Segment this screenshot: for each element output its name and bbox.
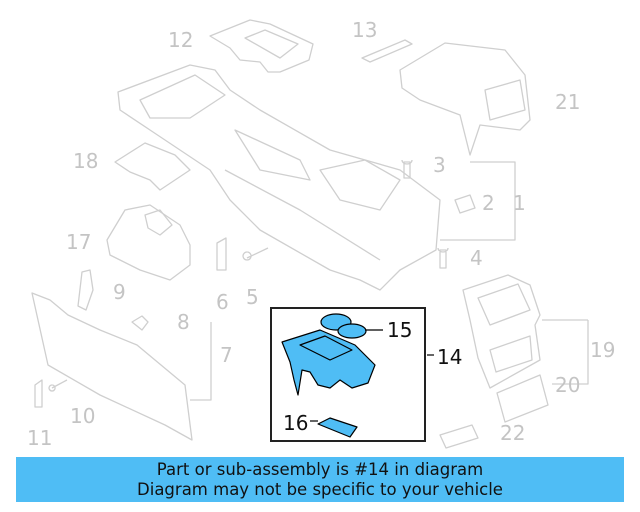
info-banner: Part or sub-assembly is #14 in diagram D… — [16, 457, 624, 502]
part-label-21[interactable]: 21 — [555, 90, 581, 114]
part-label-6[interactable]: 6 — [216, 290, 229, 314]
part-label-11[interactable]: 11 — [27, 426, 53, 450]
part-label-3[interactable]: 3 — [433, 153, 446, 177]
banner-line-1: Part or sub-assembly is #14 in diagram — [156, 460, 484, 479]
part-label-14[interactable]: 14 — [437, 345, 463, 369]
part-label-8[interactable]: 8 — [177, 310, 190, 334]
part-label-10[interactable]: 10 — [70, 404, 96, 428]
part-label-19[interactable]: 19 — [590, 338, 616, 362]
part-label-17[interactable]: 17 — [66, 230, 92, 254]
banner-line-2: Diagram may not be specific to your vehi… — [137, 480, 503, 499]
part-label-15[interactable]: 15 — [387, 318, 413, 342]
part-label-13[interactable]: 13 — [352, 18, 378, 42]
part-label-22[interactable]: 22 — [500, 421, 526, 445]
part-label-18[interactable]: 18 — [73, 149, 99, 173]
part-label-4[interactable]: 4 — [470, 246, 483, 270]
highlight-callout-box — [270, 307, 426, 442]
part-label-1[interactable]: 1 — [513, 191, 526, 215]
part-label-20[interactable]: 20 — [555, 373, 581, 397]
part-label-9[interactable]: 9 — [113, 280, 126, 304]
part-label-12[interactable]: 12 — [168, 28, 194, 52]
part-label-7[interactable]: 7 — [220, 343, 233, 367]
part-label-5[interactable]: 5 — [246, 285, 259, 309]
part-label-2[interactable]: 2 — [482, 191, 495, 215]
part-label-16[interactable]: 16 — [283, 411, 309, 435]
